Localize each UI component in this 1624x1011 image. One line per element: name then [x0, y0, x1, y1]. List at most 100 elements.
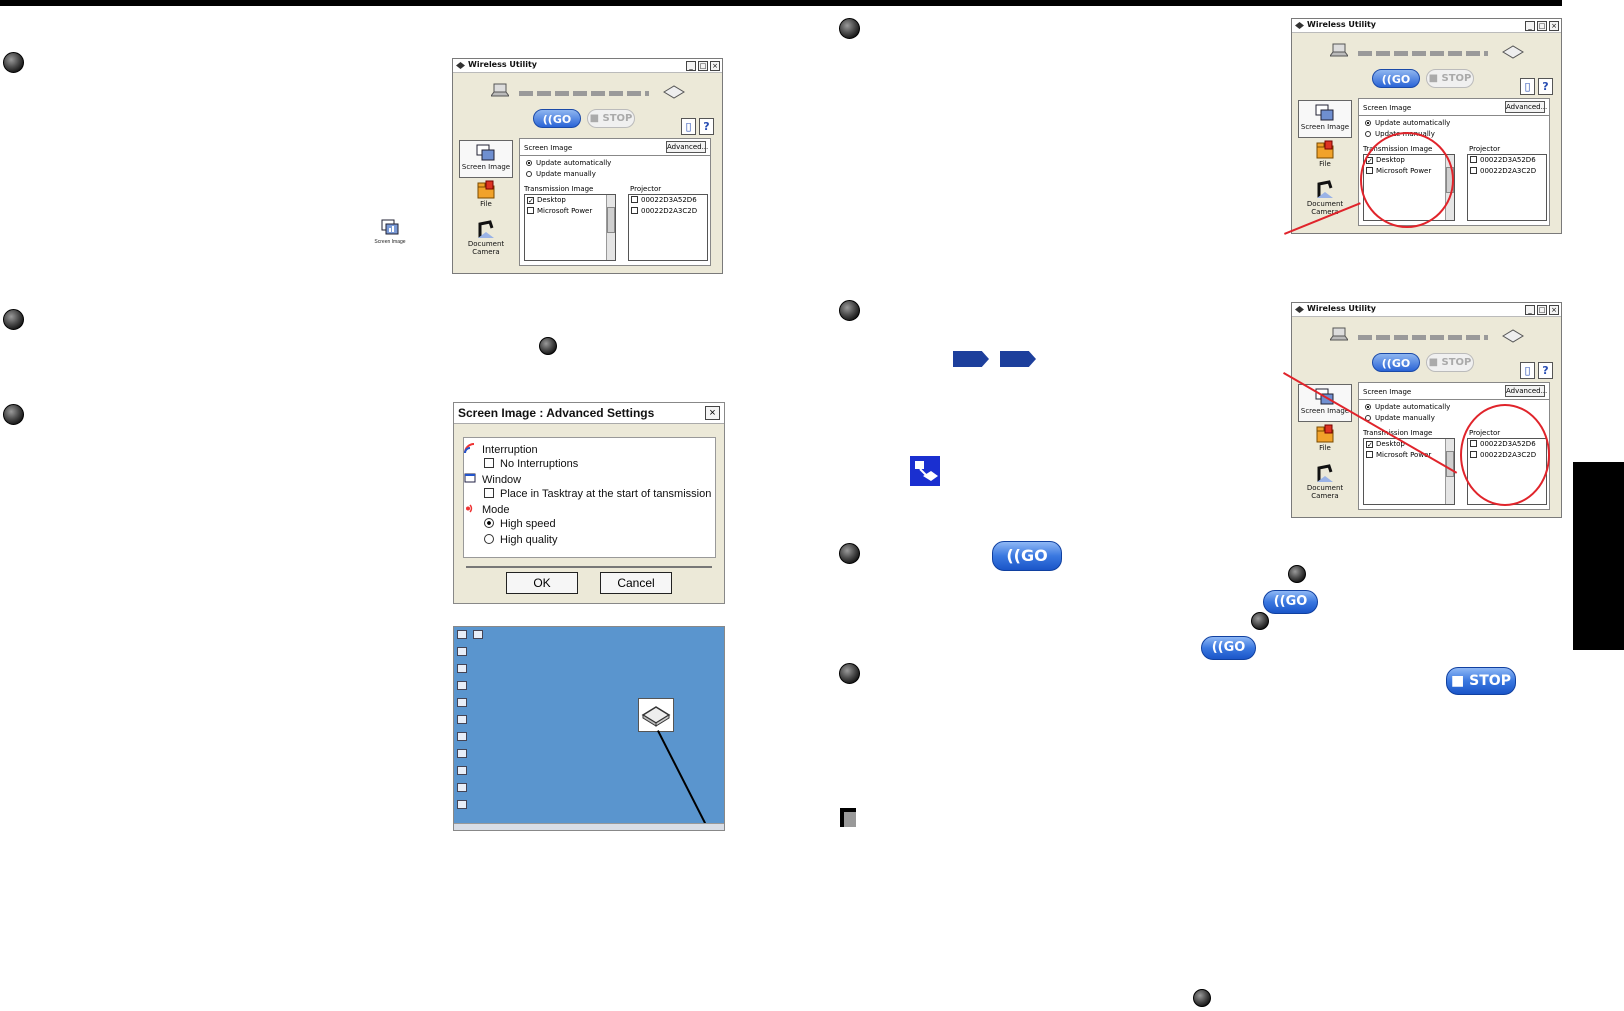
option-label: High speed: [500, 518, 556, 530]
projector-label: Projector: [630, 185, 662, 193]
sidebar-item-file[interactable]: File: [459, 180, 513, 218]
tray-button[interactable]: ▯: [1520, 362, 1535, 379]
step-ref-bullet: [1288, 565, 1306, 583]
cancel-button[interactable]: Cancel: [600, 572, 672, 594]
go-button[interactable]: ((GO: [1372, 353, 1420, 372]
radio-label: Update automatically: [1375, 119, 1451, 127]
scrollbar[interactable]: [606, 195, 615, 260]
list-item[interactable]: 00022D2A3C2D: [629, 206, 707, 217]
sidebar-item-file[interactable]: File: [1298, 424, 1352, 462]
advanced-button[interactable]: Advanced...: [666, 141, 709, 153]
transmission-label: Transmission Image: [524, 185, 594, 193]
radio-update-auto[interactable]: Update automatically: [1365, 403, 1450, 411]
stop-label: STOP: [602, 113, 633, 124]
advanced-button[interactable]: Advanced...: [1505, 101, 1548, 113]
sidebar-item-screen-image[interactable]: Screen Image: [1298, 100, 1352, 138]
divider: [1359, 399, 1549, 400]
list-item[interactable]: ✓Desktop: [1366, 440, 1405, 449]
title-bar: Wireless Utility _ □ ×: [453, 59, 722, 73]
minimize-button[interactable]: _: [686, 61, 696, 71]
dialog-title-bar: Screen Image : Advanced Settings ×: [454, 403, 724, 424]
close-button[interactable]: ×: [1549, 305, 1559, 315]
radio[interactable]: [484, 518, 494, 528]
chevron-right-icon: [953, 351, 989, 367]
help-button[interactable]: ?: [699, 118, 714, 135]
sidebar-item-screen-image[interactable]: Screen Image: [1298, 384, 1352, 422]
screen-image-icon: [1315, 388, 1334, 405]
stop-button[interactable]: ■ STOP: [1426, 353, 1474, 372]
list-item[interactable]: Microsoft Power: [525, 206, 615, 217]
close-button[interactable]: ×: [1549, 21, 1559, 31]
app-logo-icon: [456, 62, 465, 69]
top-rule: [0, 0, 1562, 6]
go-label: GO: [1391, 73, 1411, 86]
projector-icon: [663, 85, 685, 99]
go-button-figure: ((GO: [1201, 636, 1256, 660]
window-title: Wireless Utility: [1307, 20, 1376, 29]
stop-label: STOP: [1469, 673, 1511, 689]
tray-button[interactable]: ▯: [1520, 78, 1535, 95]
no-interruptions-option[interactable]: No Interruptions: [484, 458, 578, 470]
window-group: Window: [464, 473, 521, 486]
laptop-icon: [491, 83, 509, 97]
dialog-body: Interruption No Interruptions Window Pla…: [463, 437, 716, 558]
scrollbar[interactable]: [1445, 439, 1454, 504]
advanced-button[interactable]: Advanced...: [1505, 385, 1548, 397]
high-speed-option[interactable]: High speed: [484, 518, 556, 530]
dialog-close-button[interactable]: ×: [705, 406, 720, 420]
screen-image-small-label: Screen Image: [374, 239, 406, 245]
stop-button[interactable]: ■ STOP: [587, 109, 635, 128]
tray-button[interactable]: ▯: [681, 118, 696, 135]
help-button[interactable]: ?: [1538, 78, 1553, 95]
radio[interactable]: [484, 534, 494, 544]
laptop-icon: [1330, 43, 1348, 57]
stop-button[interactable]: ■ STOP: [1426, 69, 1474, 88]
checkbox[interactable]: [484, 458, 494, 468]
help-button[interactable]: ?: [1538, 362, 1553, 379]
list-item[interactable]: 00022D3A52D6: [1468, 155, 1546, 166]
close-button[interactable]: ×: [710, 61, 720, 71]
minimize-button[interactable]: _: [1525, 305, 1535, 315]
list-item[interactable]: 00022D2A3C2D: [1468, 166, 1546, 177]
sidebar-item-document-camera[interactable]: Document Camera: [1298, 464, 1352, 502]
connection-status: [1330, 43, 1530, 63]
ok-button[interactable]: OK: [506, 572, 578, 594]
wireless-signal-icon: [464, 443, 475, 454]
radio-update-auto[interactable]: Update automatically: [526, 159, 611, 167]
list-item[interactable]: 00022D3A52D6: [629, 195, 707, 206]
tasktray-option[interactable]: Place in Tasktray at the start of tansmi…: [484, 488, 711, 500]
sidebar-item-document-camera[interactable]: Document Camera: [1298, 180, 1352, 218]
radio-update-manual[interactable]: Update manually: [526, 170, 596, 178]
sidebar-item-file[interactable]: File: [1298, 140, 1352, 178]
stop-label: STOP: [1441, 357, 1472, 368]
go-label: GO: [1223, 640, 1246, 655]
sidebar-item-screen-image[interactable]: Screen Image: [459, 140, 513, 178]
radio-update-auto[interactable]: Update automatically: [1365, 119, 1450, 127]
list-item[interactable]: Microsoft Power: [1364, 450, 1454, 461]
divider: [520, 155, 710, 156]
high-quality-option[interactable]: High quality: [484, 534, 557, 546]
go-button[interactable]: ((GO: [533, 109, 581, 128]
maximize-button[interactable]: □: [1537, 21, 1547, 31]
projector-list[interactable]: 00022D3A52D6 00022D2A3C2D: [628, 194, 708, 261]
network-icon: [910, 456, 940, 486]
transmission-list[interactable]: ✓Desktop Microsoft Power: [524, 194, 616, 261]
go-label: GO: [552, 113, 572, 126]
desktop-icon: [457, 749, 467, 758]
transmission-list[interactable]: ✓Desktop Microsoft Power: [1363, 438, 1455, 505]
title-bar: Wireless Utility _ □ ×: [1292, 303, 1561, 317]
maximize-button[interactable]: □: [1537, 305, 1547, 315]
checkbox[interactable]: [484, 488, 494, 498]
transmission-label: Transmission Image: [1363, 429, 1433, 437]
connection-dashes: [519, 91, 649, 96]
sidebar-item-label: Document Camera: [1306, 484, 1344, 500]
projector-list[interactable]: 00022D3A52D6 00022D2A3C2D: [1467, 154, 1547, 221]
step-bullet: [839, 18, 860, 39]
stop-button-figure: ■ STOP: [1446, 667, 1516, 695]
sidebar-item-document-camera[interactable]: Document Camera: [459, 220, 513, 258]
list-item[interactable]: ✓Desktop: [527, 196, 566, 205]
maximize-button[interactable]: □: [698, 61, 708, 71]
radio-update-manual[interactable]: Update manually: [1365, 414, 1435, 422]
minimize-button[interactable]: _: [1525, 21, 1535, 31]
go-button[interactable]: ((GO: [1372, 69, 1420, 88]
